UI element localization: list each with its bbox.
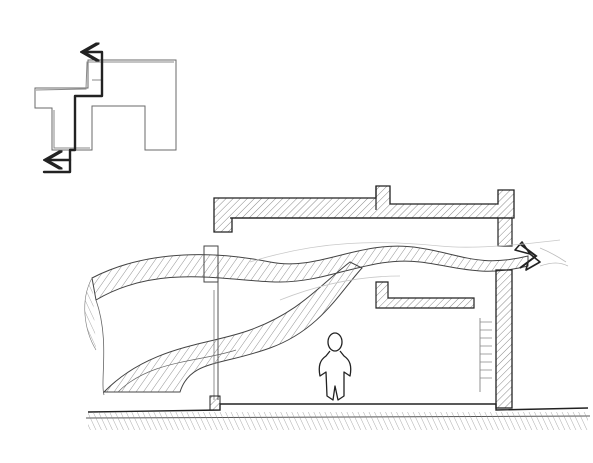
air-stream-upper xyxy=(84,245,529,396)
faint-construction-lines xyxy=(249,239,561,301)
left-wall xyxy=(203,245,221,411)
human-figure xyxy=(318,332,352,401)
plan-inset xyxy=(34,59,177,151)
right-wall xyxy=(479,217,513,409)
roof-slab xyxy=(213,185,515,233)
air-stream-lower xyxy=(102,261,363,393)
building-section xyxy=(85,185,591,430)
outflow-arrow-icon xyxy=(514,241,569,271)
airflow-path-arrow xyxy=(42,52,104,174)
interior-shelf xyxy=(375,281,475,309)
ground-line xyxy=(85,403,591,430)
